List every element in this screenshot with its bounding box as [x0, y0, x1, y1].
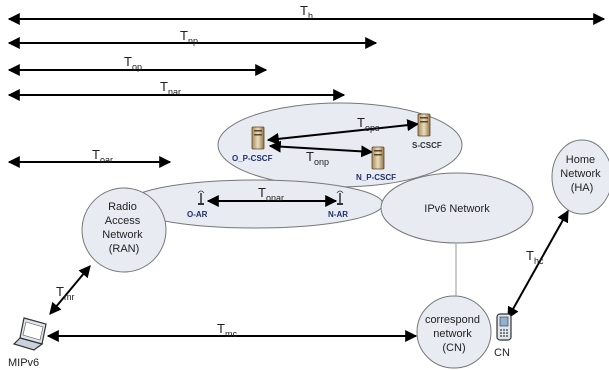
home-network-label: Home Network (HA) — [560, 154, 603, 194]
home-network — [551, 139, 609, 215]
tmr-label: Tmr — [56, 284, 74, 302]
o-ar-label: O-AR — [187, 210, 208, 219]
ran-label: Radio Access Network (RAN) — [102, 201, 145, 255]
s-cscf-label: S-CSCF — [412, 141, 442, 150]
mipv6-label: MIPv6 — [8, 357, 39, 369]
server-icon — [417, 113, 431, 137]
tonar-label: Tonar — [258, 185, 284, 203]
o-pcscf-label: O_P-CSCF — [232, 154, 273, 163]
correspond-network-label: correspond network (CN) — [425, 314, 483, 354]
thc-label: Thc — [526, 248, 544, 266]
laptop-icon — [12, 317, 47, 351]
antenna-icon — [197, 190, 205, 205]
ipv6-network — [380, 172, 534, 244]
tonp-arrow — [268, 140, 374, 158]
ipv6-network-label: IPv6 Network — [424, 203, 490, 215]
antenna-icon — [336, 190, 344, 205]
tops-arrow — [266, 119, 420, 145]
tnar-label: Tnar — [160, 79, 181, 97]
cn-label: CN — [494, 347, 510, 359]
mobile-phone-icon — [496, 313, 512, 341]
tonp-label: Tonp — [306, 149, 329, 167]
tnp-label: Tnp — [180, 28, 198, 46]
tops-label: Tops — [357, 115, 380, 133]
tmc-label: Tmc — [217, 321, 237, 339]
radio-access-network — [81, 187, 167, 273]
tmr-arrow — [49, 265, 91, 315]
thc-arrow — [507, 209, 569, 320]
top-label: Top — [124, 54, 142, 72]
server-icon — [371, 146, 385, 170]
n-ar-label: N-AR — [328, 210, 348, 219]
server-icon — [251, 126, 265, 150]
th-label: Th — [300, 3, 313, 21]
n-pcscf-label: N_P-CSCF — [356, 173, 396, 182]
toar-label: Toar — [92, 147, 113, 165]
